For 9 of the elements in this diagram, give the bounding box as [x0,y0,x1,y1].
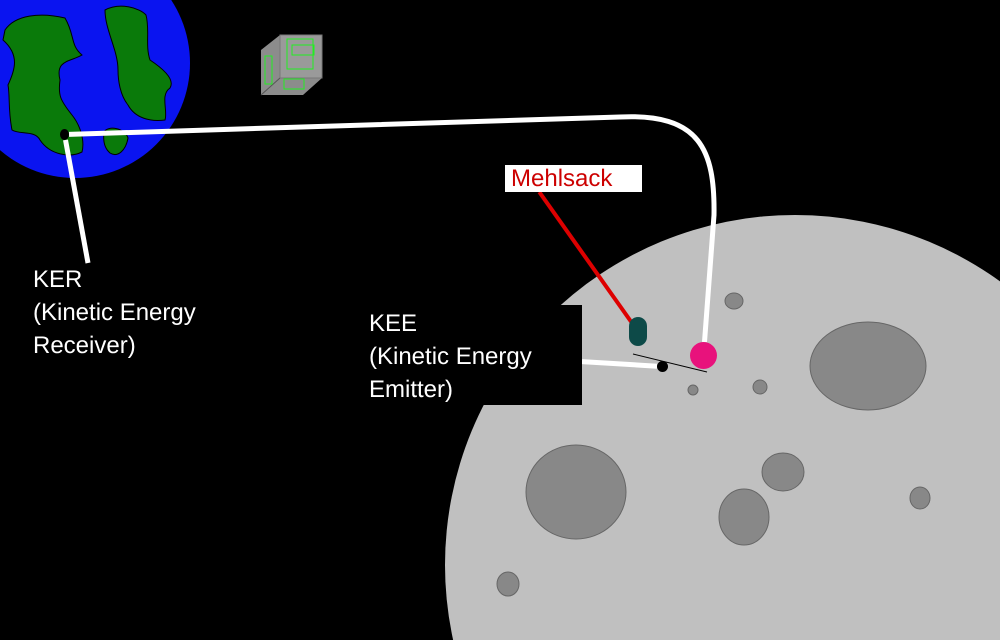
leader-line [63,139,90,264]
callout-label: KEE [369,309,418,339]
callout-description: (Kinetic Energy Receiver) [33,298,197,361]
leader-line [582,359,658,369]
callout-label: KER [33,265,84,295]
beam-line [68,114,716,342]
leader-line [538,190,633,324]
callout-label: Mehlsack [505,165,642,192]
callout-description: (Kinetic Energy Emitter) [369,342,533,405]
